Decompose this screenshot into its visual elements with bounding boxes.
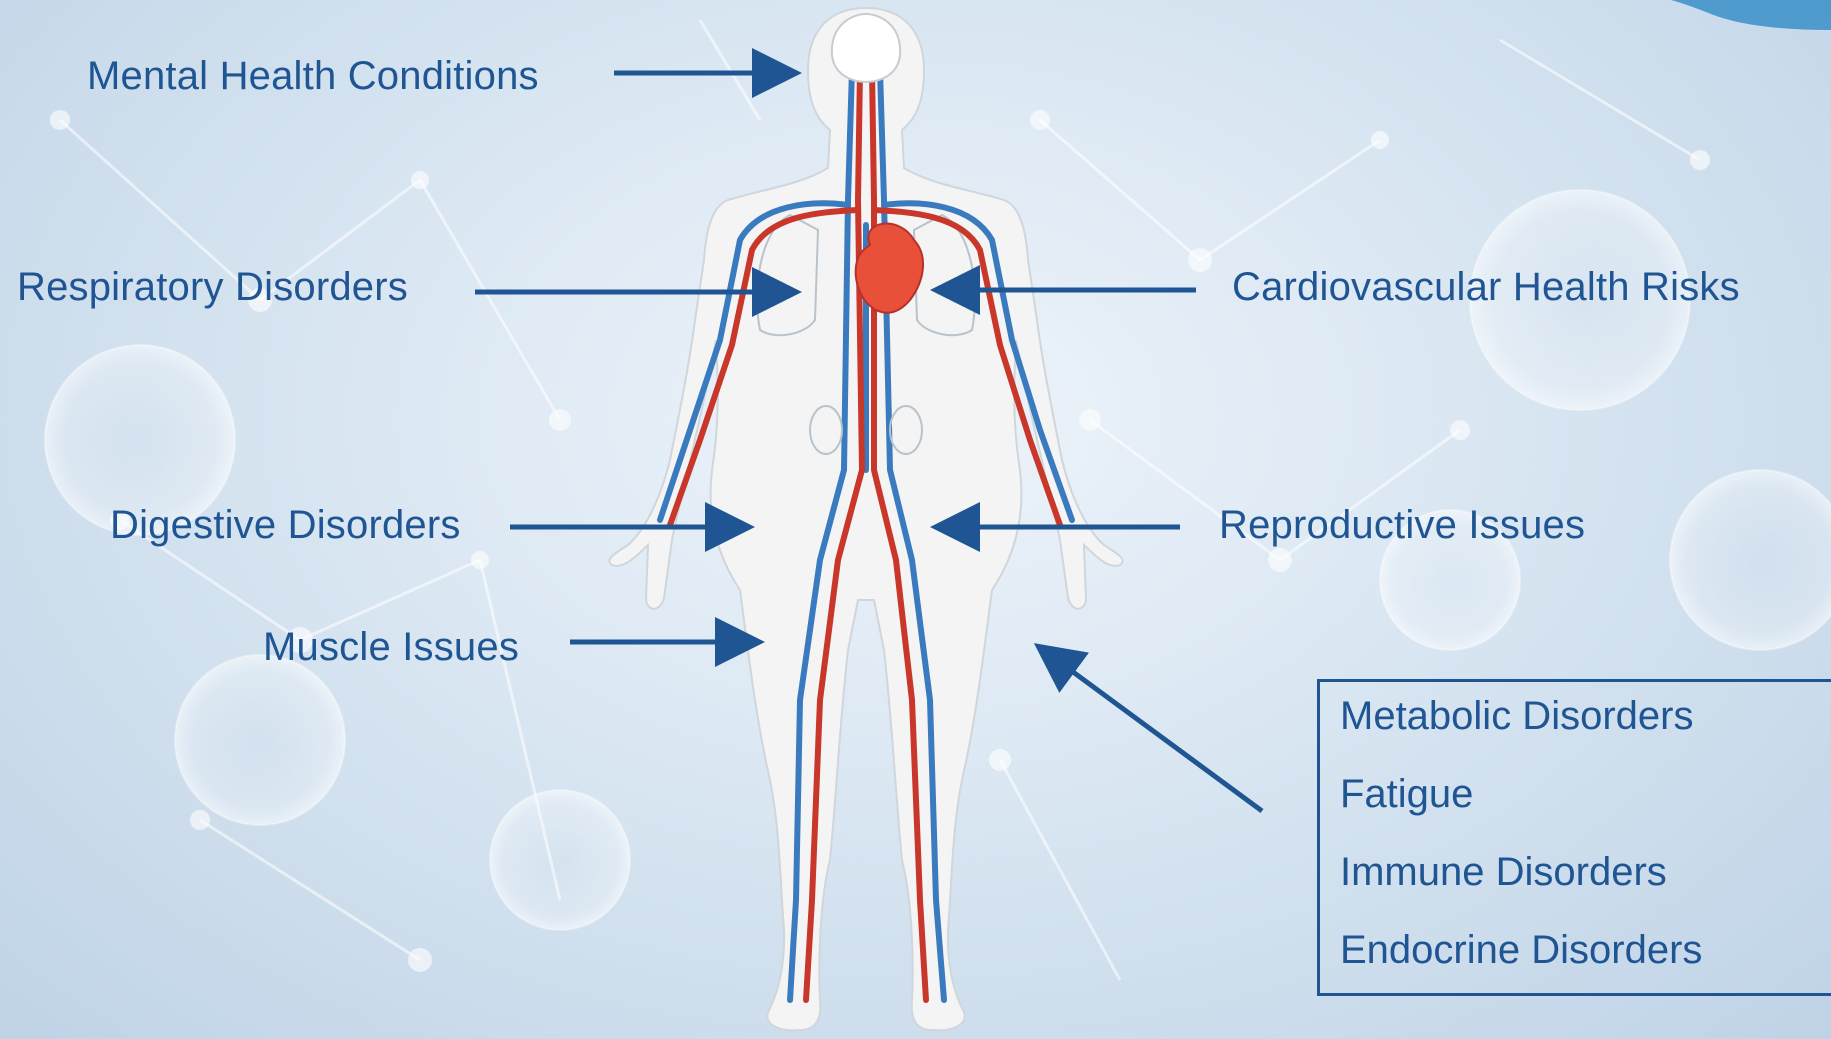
label-muscle: Muscle Issues [263, 627, 519, 667]
label-digestive: Digestive Disorders [110, 505, 461, 545]
label-mental-health: Mental Health Conditions [87, 56, 539, 96]
condition-item-immune: Immune Disorders [1340, 852, 1667, 892]
condition-item-endocrine: Endocrine Disorders [1340, 930, 1702, 970]
label-cardiovascular: Cardiovascular Health Risks [1232, 267, 1740, 307]
label-respiratory: Respiratory Disorders [17, 267, 408, 307]
arrow-other-conditions [1050, 655, 1262, 811]
label-reproductive: Reproductive Issues [1219, 505, 1585, 545]
condition-item-metabolic: Metabolic Disorders [1340, 696, 1693, 736]
other-conditions-box: Metabolic Disorders Fatigue Immune Disor… [1317, 679, 1831, 996]
condition-item-fatigue: Fatigue [1340, 774, 1473, 814]
